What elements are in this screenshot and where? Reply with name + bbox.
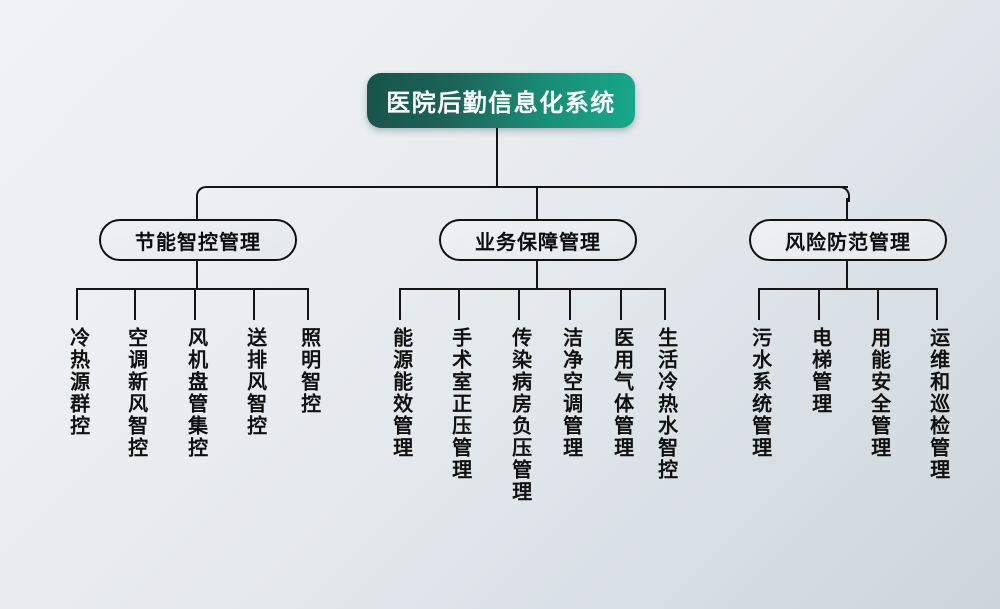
connector-group-3-stem xyxy=(846,261,848,288)
leaf-node-label: 医用气体管理 xyxy=(610,327,633,459)
root-node-hospital-logistics-system[interactable]: 医院后勤信息化系统 xyxy=(367,73,635,128)
connector-group-1-leaf-drop-2 xyxy=(134,288,136,320)
leaf-node-label: 污水系统管理 xyxy=(748,327,771,459)
connector-bus-elbow-right xyxy=(834,186,850,202)
connector-group-2-leaf-drop-6 xyxy=(664,288,666,320)
leaf-node-energy-efficiency[interactable]: 能源能效管理 xyxy=(388,327,412,459)
leaf-node-label: 传染病房负压管理 xyxy=(508,327,531,503)
leaf-node-label: 送排风智控 xyxy=(243,327,266,437)
leaf-node-hvac-fresh-air[interactable]: 空调新风智控 xyxy=(123,327,147,459)
leaf-node-energy-safety[interactable]: 用能安全管理 xyxy=(866,327,890,459)
category-node-label: 风险防范管理 xyxy=(785,231,911,254)
connector-group-1-leaf-drop-3 xyxy=(194,288,196,320)
leaf-node-label: 生活冷热水智控 xyxy=(654,327,677,481)
connector-bus-horizontal xyxy=(208,186,848,188)
connector-bus-drop-group-3 xyxy=(846,198,848,220)
connector-bus-drop-group-2 xyxy=(536,186,538,220)
connector-group-2-leaf-drop-5 xyxy=(620,288,622,320)
connector-group-1-stem xyxy=(196,261,198,288)
connector-group-3-leaf-drop-1 xyxy=(758,288,760,320)
category-node-label: 业务保障管理 xyxy=(475,231,601,254)
leaf-node-operating-room-positive-pressure[interactable]: 手术室正压管理 xyxy=(447,327,471,481)
leaf-node-label: 风机盘管集控 xyxy=(184,327,207,459)
connector-group-2-leaf-drop-4 xyxy=(569,288,571,320)
leaf-node-supply-exhaust-air[interactable]: 送排风智控 xyxy=(242,327,266,437)
connector-bus-drop-group-1 xyxy=(196,198,198,220)
connector-group-3-leaf-drop-3 xyxy=(877,288,879,320)
connector-group-2-leaf-drop-2 xyxy=(458,288,460,320)
connector-group-3-bar xyxy=(758,288,938,290)
leaf-node-fan-coil[interactable]: 风机盘管集控 xyxy=(183,327,207,459)
leaf-node-label: 冷热源群控 xyxy=(66,327,89,437)
category-node-label: 节能智控管理 xyxy=(135,231,261,254)
category-node-risk-prevention[interactable]: 风险防范管理 xyxy=(749,219,947,261)
leaf-node-label: 空调新风智控 xyxy=(124,327,147,459)
connector-root-drop xyxy=(496,128,498,186)
leaf-node-label: 洁净空调管理 xyxy=(559,327,582,459)
leaf-node-label: 用能安全管理 xyxy=(867,327,890,459)
connector-group-2-stem xyxy=(536,261,538,288)
leaf-node-label: 能源能效管理 xyxy=(389,327,412,459)
leaf-node-label: 电梯管理 xyxy=(808,327,831,415)
connector-group-1-bar xyxy=(76,288,309,290)
connector-group-3-leaf-drop-2 xyxy=(818,288,820,320)
leaf-node-label: 运维和巡检管理 xyxy=(926,327,949,481)
leaf-node-lighting[interactable]: 照明智控 xyxy=(296,327,320,415)
leaf-node-ops-inspection[interactable]: 运维和巡检管理 xyxy=(925,327,949,481)
connector-group-3-leaf-drop-4 xyxy=(936,288,938,320)
connector-bus-elbow-left xyxy=(196,186,212,202)
leaf-node-elevator[interactable]: 电梯管理 xyxy=(807,327,831,415)
leaf-node-label: 手术室正压管理 xyxy=(448,327,471,481)
connector-group-1-leaf-drop-5 xyxy=(307,288,309,320)
connector-group-1-leaf-drop-1 xyxy=(76,288,78,320)
leaf-node-cold-heat-source[interactable]: 冷热源群控 xyxy=(65,327,89,437)
connector-group-2-leaf-drop-1 xyxy=(399,288,401,320)
connector-group-2-leaf-drop-3 xyxy=(518,288,520,320)
root-node-label: 医院后勤信息化系统 xyxy=(386,90,616,117)
leaf-node-domestic-hot-cold-water[interactable]: 生活冷热水智控 xyxy=(653,327,677,481)
leaf-node-label: 照明智控 xyxy=(297,327,320,415)
leaf-node-cleanroom-hvac[interactable]: 洁净空调管理 xyxy=(558,327,582,459)
connector-group-1-leaf-drop-4 xyxy=(253,288,255,320)
leaf-node-wastewater-system[interactable]: 污水系统管理 xyxy=(747,327,771,459)
connector-group-2-bar xyxy=(399,288,666,290)
leaf-node-medical-gas[interactable]: 医用气体管理 xyxy=(609,327,633,459)
category-node-business-support[interactable]: 业务保障管理 xyxy=(439,219,637,261)
leaf-node-infectious-ward-negative-pressure[interactable]: 传染病房负压管理 xyxy=(507,327,531,503)
category-node-energy-saving[interactable]: 节能智控管理 xyxy=(99,219,297,261)
